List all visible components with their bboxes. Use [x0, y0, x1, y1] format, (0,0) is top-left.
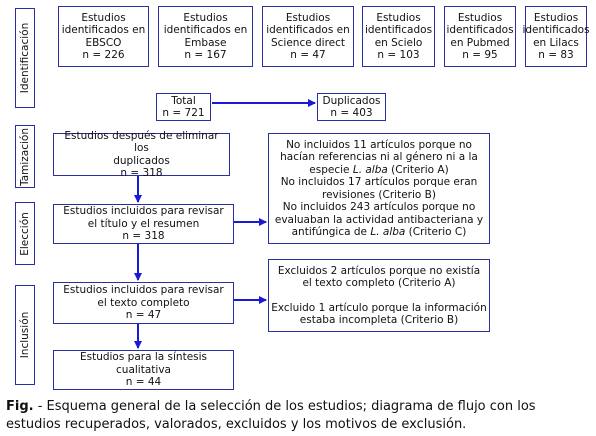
exclusion-line: evaluaban la actividad antibacteriana y [274, 213, 484, 226]
source-name: Embase [184, 36, 227, 49]
fulltext-count: n = 47 [125, 309, 162, 322]
exclusion-criterion: (Criterio C) [405, 226, 467, 238]
fulltext-line: el texto completo [97, 296, 190, 309]
screening-box: Estudios después de eliminar los duplica… [53, 129, 230, 179]
source-name: en Pubmed [450, 36, 510, 49]
exclusion-line: estaba incompleta (Criterio B) [299, 314, 459, 326]
stage-label-inclusion: Inclusión [19, 311, 31, 359]
source-line: identificados [364, 24, 433, 36]
figure-caption: Fig. - Esquema general de la selección d… [6, 398, 586, 434]
source-name: en Scielo [374, 36, 423, 49]
exclusion-line: Excluido 1 artículo porque la informació… [271, 301, 487, 314]
screening-line: duplicados [113, 154, 170, 167]
source-line: Estudios [457, 11, 503, 24]
source-box-ebsco: Estudios identificados en EBSCO n = 226 [58, 6, 149, 67]
stage-label-tamizacion: Tamización [19, 127, 31, 186]
source-box-science-direct: Estudios identificados en Science direct… [262, 6, 354, 67]
exclusion-text: especie [309, 163, 353, 176]
source-line: identificados [522, 24, 590, 36]
duplicates-box: Duplicados n = 403 [317, 93, 386, 121]
source-line: Estudios [533, 11, 579, 24]
exclusion-criterion: (Criterio A) [387, 163, 449, 176]
stage-inclusion: Inclusión [15, 285, 35, 385]
source-name: EBSCO [85, 36, 122, 49]
caption-text: - Esquema general de la selección de los… [6, 399, 536, 432]
source-count: n = 103 [377, 49, 420, 61]
exclusion-line: revisiones (Criterio B) [322, 188, 436, 201]
eligibility-count: n = 318 [122, 230, 165, 243]
synthesis-count: n = 44 [125, 376, 162, 389]
stage-identificacion: Identificación [15, 8, 35, 108]
source-box-lilacs: Estudios identificados en Lilacs n = 83 [522, 6, 590, 67]
total-box: Total n = 721 [156, 93, 211, 121]
source-line: identificados [446, 24, 514, 36]
exclusion-line: especie L. alba (Criterio A) [309, 164, 448, 177]
exclusion-line: Excluidos 2 artículos porque no existía [277, 264, 481, 277]
exclusion-line: No incluidos 11 artículos porque no [286, 138, 472, 151]
exclusion-box-1: No incluidos 11 artículos porque no hací… [268, 133, 490, 244]
source-line: identificados en [163, 24, 248, 36]
synthesis-line: cualitativa [116, 363, 171, 376]
eligibility-box: Estudios incluidos para revisar el títul… [53, 204, 234, 244]
stage-label-eleccion: Elección [19, 211, 31, 256]
caption-label: Fig. [6, 399, 34, 414]
source-box-embase: Estudios identificados en Embase n = 167 [158, 6, 253, 67]
synthesis-line: Estudios para la síntesis [79, 351, 208, 364]
eligibility-line: Estudios incluidos para revisar [63, 205, 224, 218]
species-name: L. alba [352, 163, 388, 176]
source-name: en Lilacs [533, 36, 579, 49]
exclusion-line: antifúngica de L. alba (Criterio C) [292, 226, 467, 239]
exclusion-line: No incluidos 243 artículos porque no [282, 201, 476, 213]
exclusion-line: No incluidos 17 artículos porque eran [280, 176, 478, 188]
duplicates-label: Duplicados [322, 94, 381, 107]
source-count: n = 167 [184, 49, 227, 61]
source-box-scielo: Estudios identificados en Scielo n = 103 [362, 6, 435, 67]
screening-count: n = 318 [120, 167, 163, 179]
exclusion-text: antifúngica de [291, 226, 371, 238]
stage-eleccion: Elección [15, 202, 35, 265]
source-count: n = 95 [462, 49, 498, 61]
source-count: n = 83 [538, 49, 574, 61]
stage-tamizacion: Tamización [15, 125, 35, 188]
fulltext-line: Estudios incluidos para revisar [63, 284, 224, 297]
species-name: L. alba [370, 226, 406, 238]
source-line: Estudios [376, 11, 421, 24]
duplicates-count: n = 403 [330, 107, 373, 119]
source-count: n = 226 [82, 49, 125, 61]
exclusion-line: el texto completo (Criterio A) [302, 277, 456, 289]
screening-line: Estudios después de eliminar los [64, 129, 219, 155]
source-line: identificados en [61, 24, 146, 36]
source-line: Estudios [285, 11, 331, 24]
source-name: Science direct [270, 36, 346, 49]
total-label: Total [171, 94, 196, 107]
exclusion-box-2: Excluidos 2 artículos porque no existía … [268, 259, 490, 332]
synthesis-box: Estudios para la síntesis cualitativa n … [53, 350, 234, 390]
eligibility-line: el título y el resumen [87, 217, 200, 230]
source-line: identificados en [266, 24, 350, 36]
source-line: Estudios [81, 11, 126, 24]
fulltext-box: Estudios incluidos para revisar el texto… [53, 282, 234, 324]
source-box-pubmed: Estudios identificados en Pubmed n = 95 [444, 6, 516, 67]
stage-label-identificacion: Identificación [19, 22, 31, 94]
source-line: Estudios [183, 11, 228, 24]
source-count: n = 47 [290, 49, 326, 61]
total-count: n = 721 [162, 107, 205, 119]
exclusion-line: hacían referencias ni al género ni a la [280, 151, 478, 163]
